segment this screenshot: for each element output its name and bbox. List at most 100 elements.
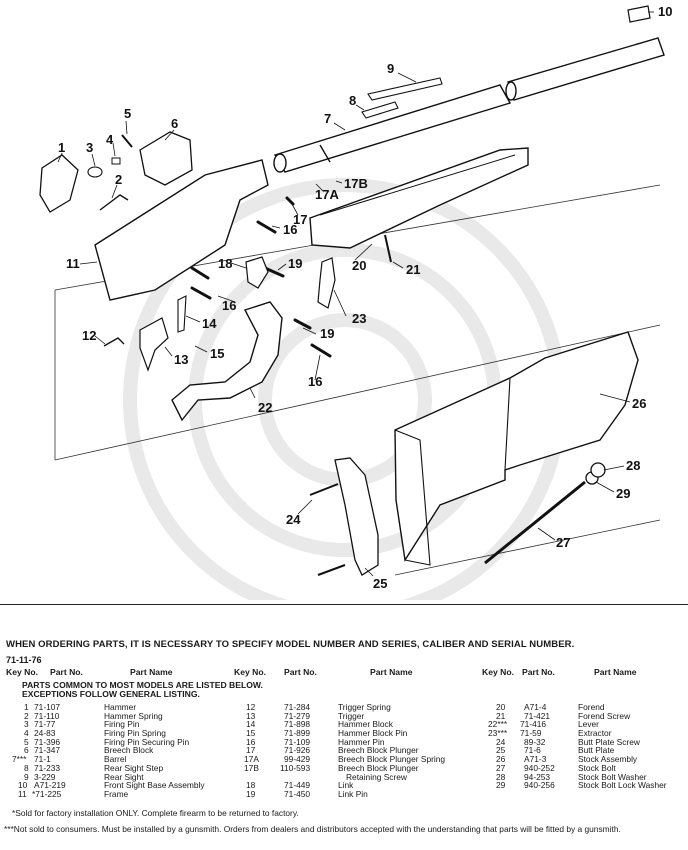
callout-14: 14 (202, 316, 217, 331)
front-sight (627, 5, 651, 23)
callout-16c: 16 (308, 374, 322, 389)
callout-17: 17 (293, 212, 307, 227)
stock-bolt (484, 480, 586, 565)
callout-17b: 17B (344, 176, 368, 191)
header-key-no-1: Key No. (6, 667, 38, 677)
hammer (39, 154, 79, 213)
intro-line-2: EXCEPTIONS FOLLOW GENERAL LISTING. (22, 689, 200, 699)
forend (309, 147, 529, 249)
callout-18: 18 (218, 256, 232, 271)
callout-7: 7 (324, 111, 331, 126)
list-code: 71-11-76 (6, 655, 42, 665)
callout-3: 3 (86, 140, 93, 155)
stock-bolt-washer (590, 462, 606, 478)
rear-sight-step (361, 101, 399, 119)
callout-24: 24 (286, 512, 301, 527)
callout-19a: 19 (288, 256, 302, 271)
firing-pin (87, 166, 103, 178)
section-divider (0, 604, 688, 605)
callout-10: 10 (658, 4, 672, 19)
callout-8: 8 (349, 93, 356, 108)
callout-21: 21 (406, 262, 420, 277)
butt-plate-screws (309, 483, 346, 576)
link (245, 256, 269, 289)
header-part-no-1: Part No. (50, 667, 83, 677)
hammer-spring (99, 194, 129, 211)
footnote-gunsmith: ***Not sold to consumers. Must be instal… (4, 824, 621, 834)
callout-22: 22 (258, 400, 272, 415)
callout-20: 20 (352, 258, 366, 273)
header-part-name-1: Part Name (130, 667, 173, 677)
header-key-no-2: Key No. (234, 667, 266, 677)
hammer-block (177, 295, 187, 333)
callout-25: 25 (373, 576, 387, 591)
callout-2: 2 (115, 172, 122, 187)
exploded-parts-diagram: 1 2 3 4 5 6 7 8 9 10 11 12 13 14 15 16 1… (39, 4, 672, 600)
callout-16a: 16 (283, 222, 297, 237)
footnote-factory: *Sold for factory installation ONLY. Com… (12, 808, 299, 818)
butt-plate (334, 457, 379, 576)
pins (190, 196, 332, 358)
callout-16b: 16 (222, 298, 236, 313)
callout-1: 1 (58, 140, 65, 155)
callout-15: 15 (210, 346, 224, 361)
callout-4: 4 (106, 132, 114, 147)
intro-line-1: PARTS COMMON TO MOST MODELS ARE LISTED B… (22, 680, 263, 690)
stock (394, 331, 639, 562)
forend-screw (384, 234, 392, 263)
callout-26: 26 (632, 396, 646, 411)
callout-13: 13 (174, 352, 188, 367)
firing-pin-spring (111, 157, 121, 165)
callout-17a: 17A (315, 187, 339, 202)
trigger (139, 317, 169, 372)
callout-6: 6 (171, 116, 178, 131)
leader-lines (57, 11, 654, 577)
ordering-notice: WHEN ORDERING PARTS, IT IS NECESSARY TO … (6, 639, 575, 650)
callout-5: 5 (124, 106, 131, 121)
callout-9: 9 (387, 61, 394, 76)
rear-sight (367, 77, 443, 101)
callout-29: 29 (616, 486, 630, 501)
header-key-no-3: Key No. (482, 667, 514, 677)
barrel (273, 37, 665, 173)
callout-27: 27 (556, 535, 570, 550)
header-part-no-3: Part No. (522, 667, 555, 677)
callout-11: 11 (66, 256, 80, 271)
frame (94, 159, 269, 301)
callout-28: 28 (626, 458, 640, 473)
callout-19b: 19 (320, 326, 334, 341)
trigger-spring (103, 337, 125, 347)
lever (171, 301, 283, 422)
callout-12: 12 (82, 328, 96, 343)
